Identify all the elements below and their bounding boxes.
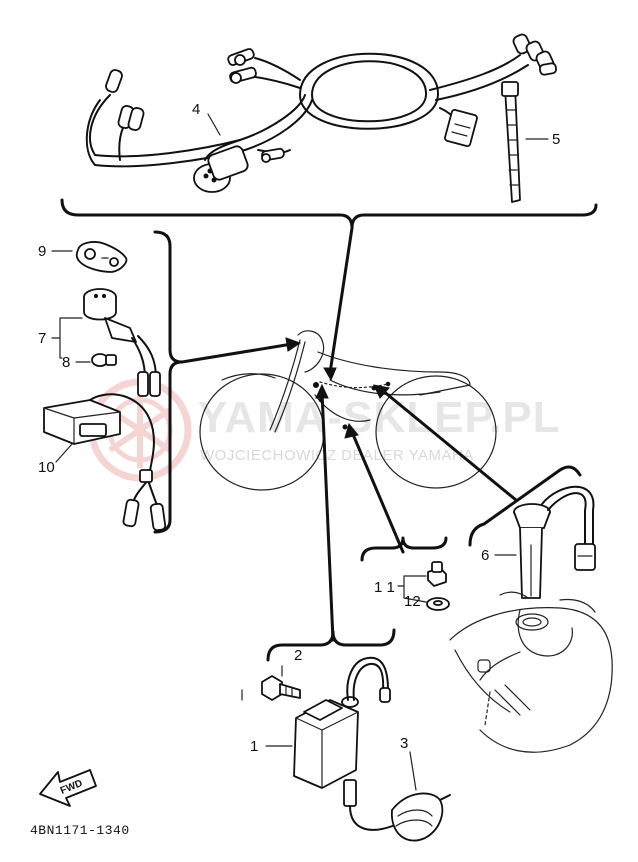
fuel-sender-group: 6 <box>449 465 613 753</box>
callout-8: 8 <box>62 354 70 371</box>
watermark-brand: YAMA-SKLEP.PL <box>198 393 561 442</box>
diagram-code: 4BN1171-1340 <box>30 823 130 838</box>
callout-4: 4 <box>192 101 200 118</box>
callout-1: 1 <box>250 738 258 755</box>
callout-9: 9 <box>38 243 46 260</box>
ignition-coil-group: 2 1 3 <box>241 628 451 842</box>
callout-7: 7 <box>38 330 46 347</box>
indicator-bulb <box>91 353 117 367</box>
pointer-lines <box>180 226 518 642</box>
coil-body <box>293 656 396 831</box>
callout-10: 10 <box>38 459 55 476</box>
bracket-plate <box>75 241 128 273</box>
washer-part <box>426 597 450 611</box>
cable-band <box>501 81 521 203</box>
callout-6: 6 <box>481 547 489 564</box>
watermark: YAMA-SKLEP.PL WOJCIECHOWICZ DEALER YAMAH… <box>88 378 561 482</box>
wire-harness-group: 4 5 <box>60 33 598 230</box>
bolt-part <box>427 561 447 587</box>
callout-2: 2 <box>294 647 302 664</box>
relay-unit <box>43 393 167 532</box>
fwd-arrow-icon: FWD <box>39 769 97 807</box>
plug-cap <box>391 792 451 842</box>
callout-12: 12 <box>404 593 421 610</box>
coil-bolt <box>261 675 301 701</box>
callout-5: 5 <box>552 131 560 148</box>
callout-3: 3 <box>400 735 408 752</box>
bolt-washer-group: 1 1 12 <box>360 536 450 611</box>
neutral-switch <box>83 288 161 397</box>
left-parts-group: 9 7 8 10 <box>38 230 184 534</box>
watermark-tagline: WOJCIECHOWICZ DEALER YAMAHA <box>200 447 474 464</box>
callout-11: 1 1 <box>374 579 395 596</box>
